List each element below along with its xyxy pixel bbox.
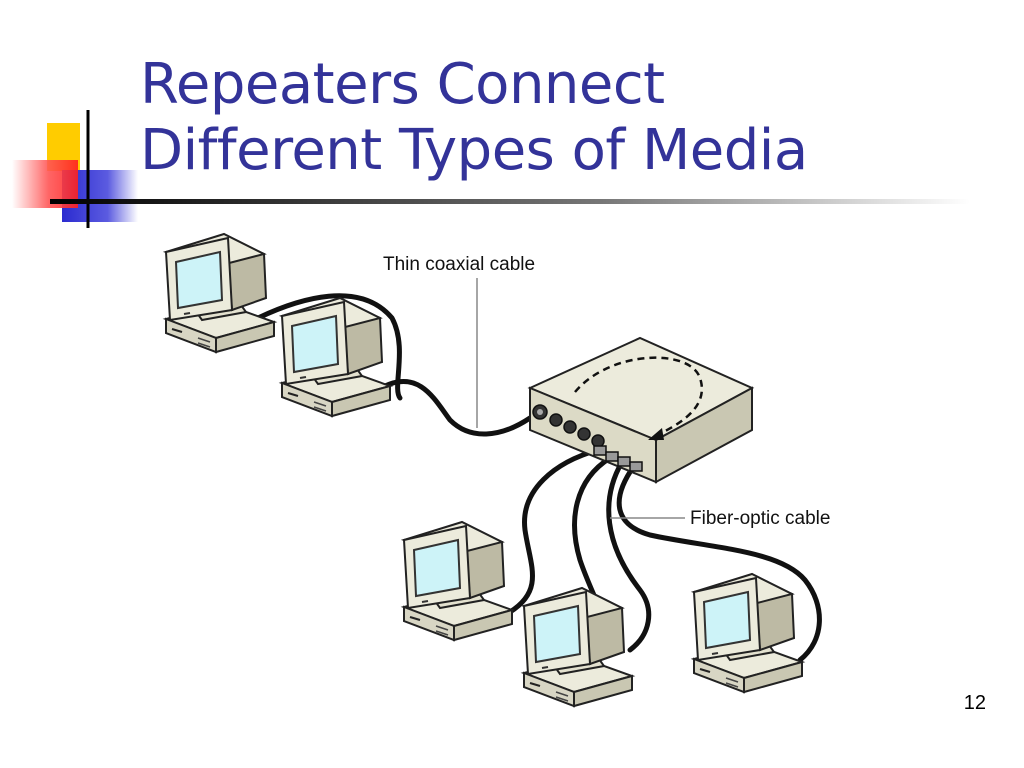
- title-line-2: Different Types of Media: [140, 118, 808, 183]
- slide-number: 12: [963, 692, 986, 714]
- computer-1: [165, 233, 275, 353]
- title-divider-line: [50, 199, 970, 204]
- title-line-1: Repeaters Connect: [140, 52, 665, 117]
- slide-title: Repeaters Connect Different Types of Med…: [140, 52, 1000, 184]
- computer-5: [693, 573, 803, 693]
- fiber-ports: [593, 445, 643, 472]
- computer-2: [281, 297, 391, 417]
- computer-4: [523, 587, 633, 707]
- signal-arrowhead: [648, 428, 664, 440]
- fiber-label: Fiber-optic cable: [690, 508, 830, 529]
- repeater-device: [527, 336, 755, 484]
- coaxial-cables: [255, 293, 533, 437]
- coax-label: Thin coaxial cable: [383, 254, 535, 275]
- slide-decoration: [12, 110, 970, 228]
- signal-arrow: [574, 356, 704, 438]
- computer-3: [403, 521, 513, 641]
